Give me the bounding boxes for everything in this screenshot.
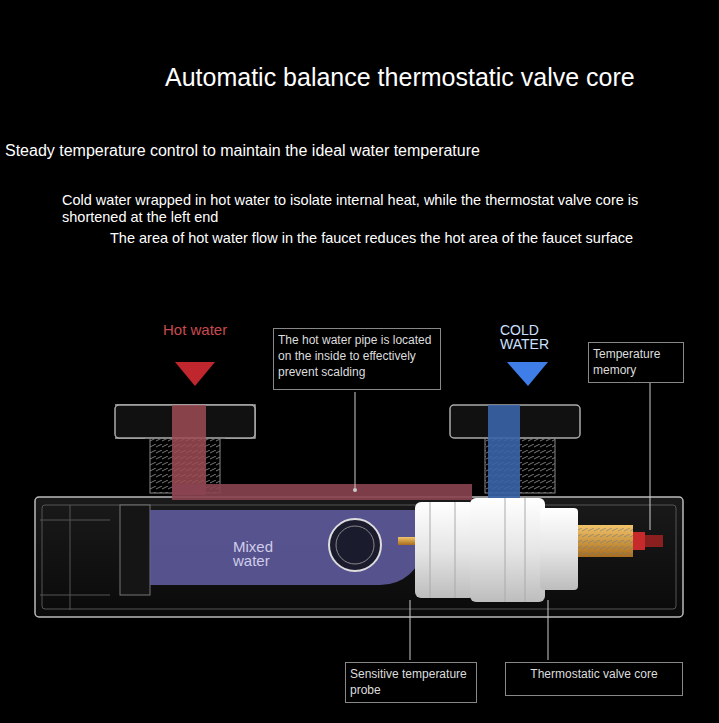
callout-text: The hot water pipe is located on the ins… (278, 332, 436, 381)
callout-text: Thermostatic valve core (510, 666, 678, 682)
callout-box: Thermostatic valve core (505, 662, 683, 696)
flow-label: Mixed water (233, 540, 303, 569)
description-text: The area of hot water flow in the faucet… (110, 230, 670, 247)
flow-label: COLD WATER (500, 323, 580, 351)
callout-box: The hot water pipe is located on the ins… (273, 328, 441, 390)
flow-label: Hot water (163, 323, 263, 337)
title: Automatic balance thermostatic valve cor… (165, 62, 710, 92)
callout-box: Sensitive temperature probe (345, 662, 477, 703)
description-text: Steady temperature control to maintain t… (5, 141, 705, 160)
description-text: Cold water wrapped in hot water to isola… (62, 192, 702, 227)
callout-text: Temperature memory (593, 346, 679, 378)
callout-box: Temperature memory (588, 342, 684, 383)
callout-text: Sensitive temperature probe (350, 666, 472, 698)
